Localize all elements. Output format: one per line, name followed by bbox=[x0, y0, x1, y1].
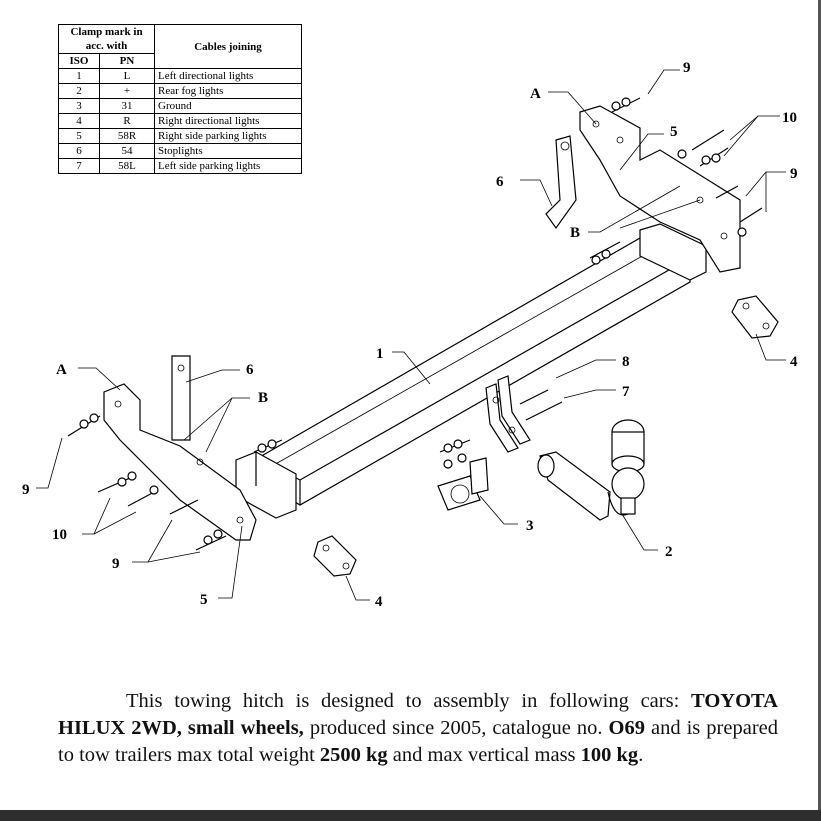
label-4-right: 4 bbox=[790, 354, 798, 370]
desc-text-5: . bbox=[638, 744, 644, 766]
right-end-plate bbox=[639, 223, 707, 281]
label-6-right: 6 bbox=[496, 174, 504, 190]
left-reinforcement-bracket bbox=[171, 355, 191, 441]
label-6-left: 6 bbox=[246, 362, 254, 378]
right-side-bracket bbox=[579, 105, 741, 273]
desc-text-3: and is prepared to tow trailers max tota… bbox=[58, 717, 778, 766]
leader-lines bbox=[36, 69, 786, 601]
desc-catalogue: O69 bbox=[608, 717, 645, 739]
cable-desc-cell: Stoplights bbox=[154, 143, 302, 159]
clamp-mark-header: Clamp mark in acc. with bbox=[58, 24, 155, 54]
label-10-right: 10 bbox=[782, 110, 797, 126]
label-b-right: B bbox=[570, 225, 580, 241]
label-8: 8 bbox=[622, 354, 630, 370]
label-9-left: 9 bbox=[22, 482, 30, 498]
label-9-top: 9 bbox=[683, 60, 691, 76]
spacer-plate-left bbox=[313, 535, 357, 577]
label-a-left: A bbox=[56, 362, 67, 378]
desc-intro: This towing hitch is designed to assembl… bbox=[126, 690, 680, 712]
cable-desc-cell: Left side parking lights bbox=[154, 158, 302, 174]
socket-plate-part bbox=[437, 457, 489, 511]
label-5-right: 5 bbox=[670, 124, 678, 140]
label-2: 2 bbox=[665, 544, 673, 560]
right-reinforcement-bracket bbox=[545, 135, 577, 230]
label-9-right: 9 bbox=[790, 166, 798, 182]
label-a-right: A bbox=[530, 86, 541, 102]
desc-car-model: TOYOTA HILUX 2WD, small wheels, bbox=[58, 690, 778, 739]
label-9-bottom: 9 bbox=[112, 556, 120, 572]
label-7: 7 bbox=[622, 384, 630, 400]
cables-joining-table: Clamp mark in acc. with Cables joining I… bbox=[58, 24, 302, 174]
desc-weight: 2500 kg bbox=[319, 744, 388, 766]
label-b-left: B bbox=[258, 390, 268, 406]
table-row: 2+Rear fog lights bbox=[58, 83, 302, 99]
window-bottom-bar bbox=[0, 810, 821, 821]
ball-neck-part bbox=[537, 419, 645, 521]
center-mount-plates bbox=[485, 375, 531, 453]
left-side-bracket bbox=[103, 383, 257, 541]
desc-text-2: produced since 2005, catalogue no. bbox=[303, 717, 609, 739]
cable-desc-cell: Ground bbox=[154, 98, 302, 114]
cable-desc-cell: Rear fog lights bbox=[154, 83, 302, 99]
cables-joining-header: Cables joining bbox=[154, 24, 302, 69]
label-4-left: 4 bbox=[375, 594, 383, 610]
desc-text-4: and max vertical mass bbox=[387, 744, 581, 766]
bolts-and-washers bbox=[67, 97, 763, 551]
label-10-left: 10 bbox=[52, 527, 67, 543]
label-5-left: 5 bbox=[200, 592, 208, 608]
description-paragraph: This towing hitch is designed to assembl… bbox=[58, 688, 778, 769]
tow-hitch-exploded-diagram: A A B B 1 2 3 4 4 5 5 6 6 7 8 9 9 9 9 10… bbox=[22, 60, 798, 610]
label-3: 3 bbox=[526, 518, 534, 534]
desc-vertical-mass: 100 kg bbox=[580, 744, 639, 766]
spacer-plate-right bbox=[731, 295, 779, 339]
label-1: 1 bbox=[376, 346, 384, 362]
